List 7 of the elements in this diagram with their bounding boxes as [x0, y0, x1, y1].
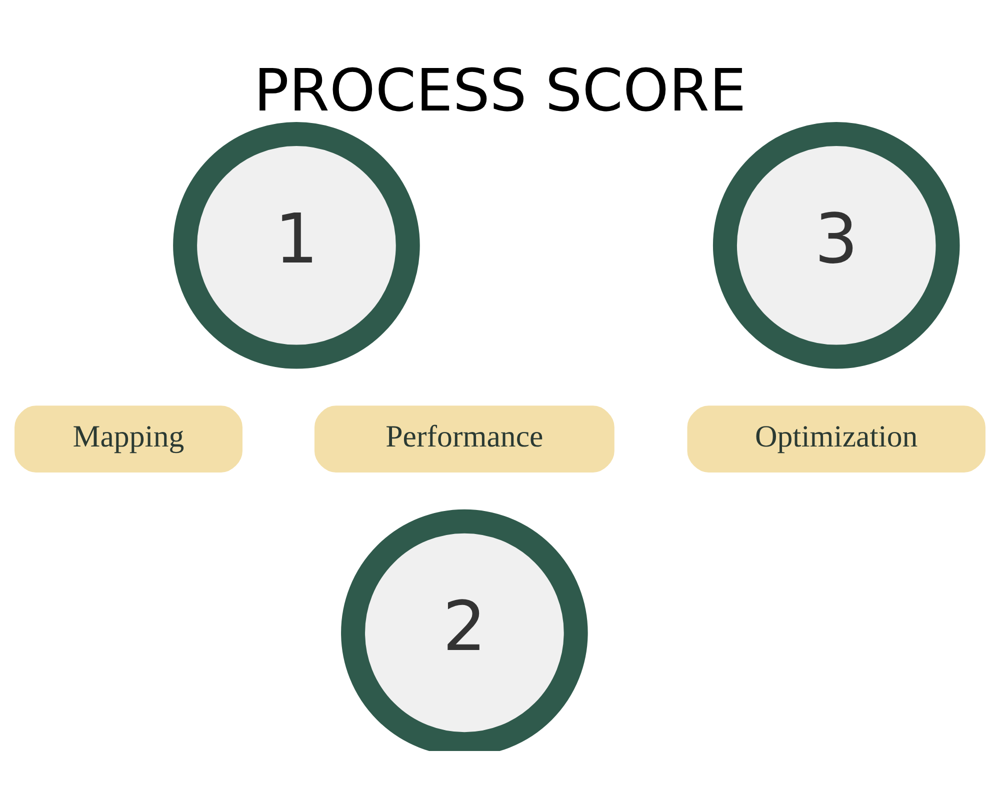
node-box: Optimization — [687, 405, 986, 472]
node-circle: 2 — [341, 508, 588, 750]
node-box: Performance — [314, 405, 614, 472]
node-box: Mapping — [14, 405, 242, 472]
diagram-title: PROCESS SCORE — [254, 56, 746, 124]
node-circle: 1 — [173, 121, 420, 368]
node-circle: 3 — [712, 121, 960, 368]
